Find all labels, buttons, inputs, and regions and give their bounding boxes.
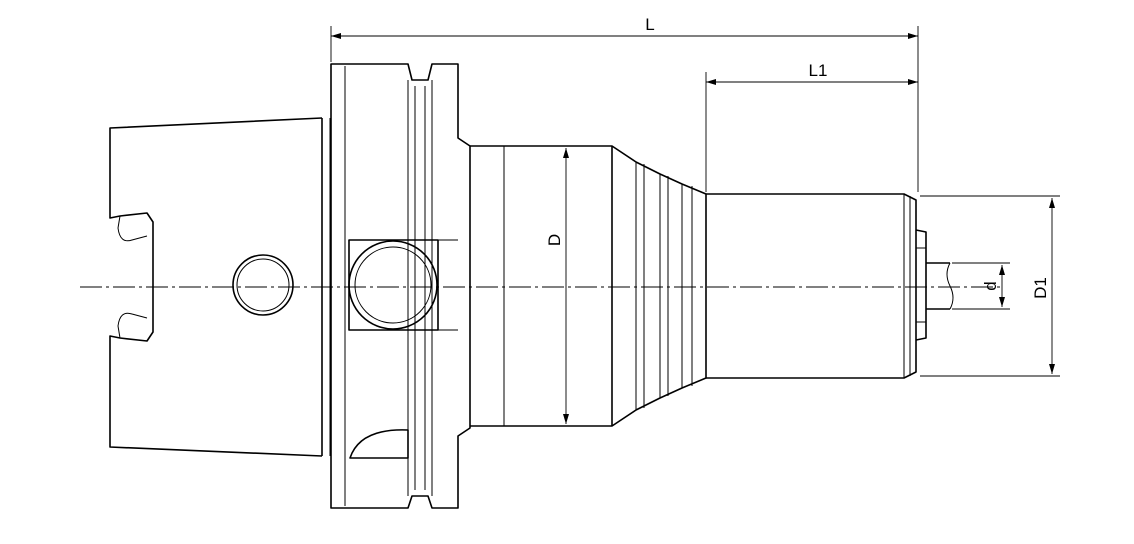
- label-L1: L1: [809, 61, 828, 80]
- orientation-notch: [349, 429, 409, 459]
- drive-slot-hole: [348, 240, 438, 330]
- cross-hole: [232, 254, 294, 316]
- taper-shank: [109, 117, 331, 457]
- nose: [706, 193, 954, 379]
- main-body: [470, 145, 707, 427]
- dimension-L1: L1: [705, 61, 918, 192]
- flange: [330, 63, 471, 509]
- label-L: L: [645, 15, 654, 34]
- dimension-d: d: [952, 262, 1010, 310]
- dimension-L: L: [330, 15, 919, 192]
- dimension-D: D: [545, 148, 569, 424]
- dimension-D1: D1: [920, 195, 1060, 377]
- label-D: D: [545, 234, 564, 246]
- label-d: d: [981, 281, 1000, 290]
- label-D1: D1: [1031, 277, 1050, 299]
